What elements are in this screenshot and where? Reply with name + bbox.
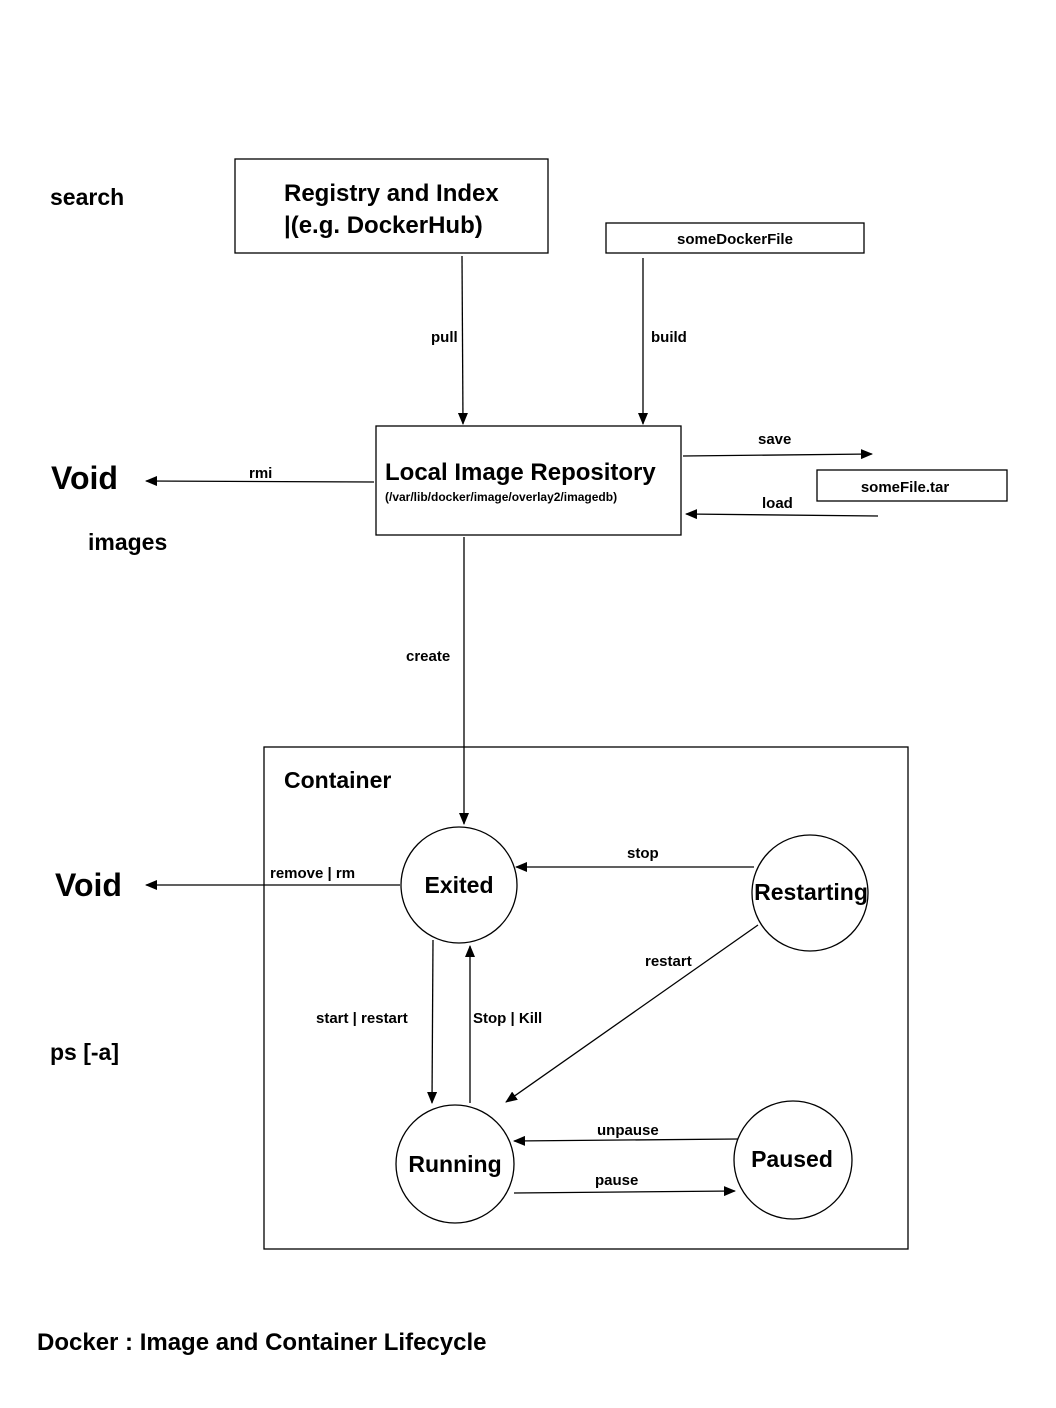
diagram-title: Docker : Image and Container Lifecycle (37, 1329, 486, 1356)
pause-label: pause (595, 1172, 638, 1189)
state-paused (733, 1100, 853, 1220)
start-arrow (427, 939, 438, 1104)
images-label: images (88, 529, 167, 555)
remove-label: remove | rm (270, 865, 355, 882)
local-repo-box (375, 425, 682, 536)
tarfile-label: someFile.tar (861, 479, 950, 496)
container-frame (263, 746, 909, 1250)
pull-arrow (457, 255, 468, 425)
state-paused-label: Paused (751, 1146, 833, 1172)
state-running (395, 1104, 515, 1224)
registry-box (234, 158, 549, 254)
search-label: search (50, 184, 124, 210)
state-running-label: Running (408, 1151, 501, 1177)
dockerfile-box (605, 222, 865, 254)
rmi-label: rmi (249, 465, 272, 482)
create-label: create (406, 648, 450, 665)
start-label: start | restart (316, 1010, 408, 1027)
rmi-arrow (145, 476, 375, 487)
state-restarting-label: Restarting (754, 879, 868, 905)
dockerfile-label: someDockerFile (677, 231, 793, 248)
unpause-label: unpause (597, 1122, 659, 1139)
ps-label: ps [-a] (50, 1039, 119, 1065)
container-label: Container (284, 767, 391, 793)
state-exited (400, 826, 518, 944)
registry-title: Registry and Index (284, 180, 499, 207)
save-label: save (758, 431, 791, 448)
stop-kill-label: Stop | Kill (473, 1010, 542, 1027)
local-repo-path: (/var/lib/docker/image/overlay2/imagedb) (385, 490, 617, 504)
pause-arrow (513, 1186, 736, 1197)
local-repo-title: Local Image Repository (385, 459, 656, 486)
restart-arrow (505, 924, 759, 1103)
save-arrow (682, 449, 873, 460)
tarfile-box (816, 469, 1008, 502)
restart-label: restart (645, 953, 692, 970)
load-label: load (762, 495, 793, 512)
pull-label: pull (431, 329, 458, 346)
build-label: build (651, 329, 687, 346)
unpause-arrow (513, 1135, 739, 1146)
load-arrow (685, 509, 879, 520)
state-exited-label: Exited (424, 872, 493, 898)
state-restarting (751, 834, 869, 952)
registry-subtitle: |(e.g. DockerHub) (284, 212, 483, 239)
void-label-bottom: Void (55, 867, 122, 903)
stop-label: stop (627, 845, 659, 862)
void-label-top: Void (51, 460, 118, 496)
